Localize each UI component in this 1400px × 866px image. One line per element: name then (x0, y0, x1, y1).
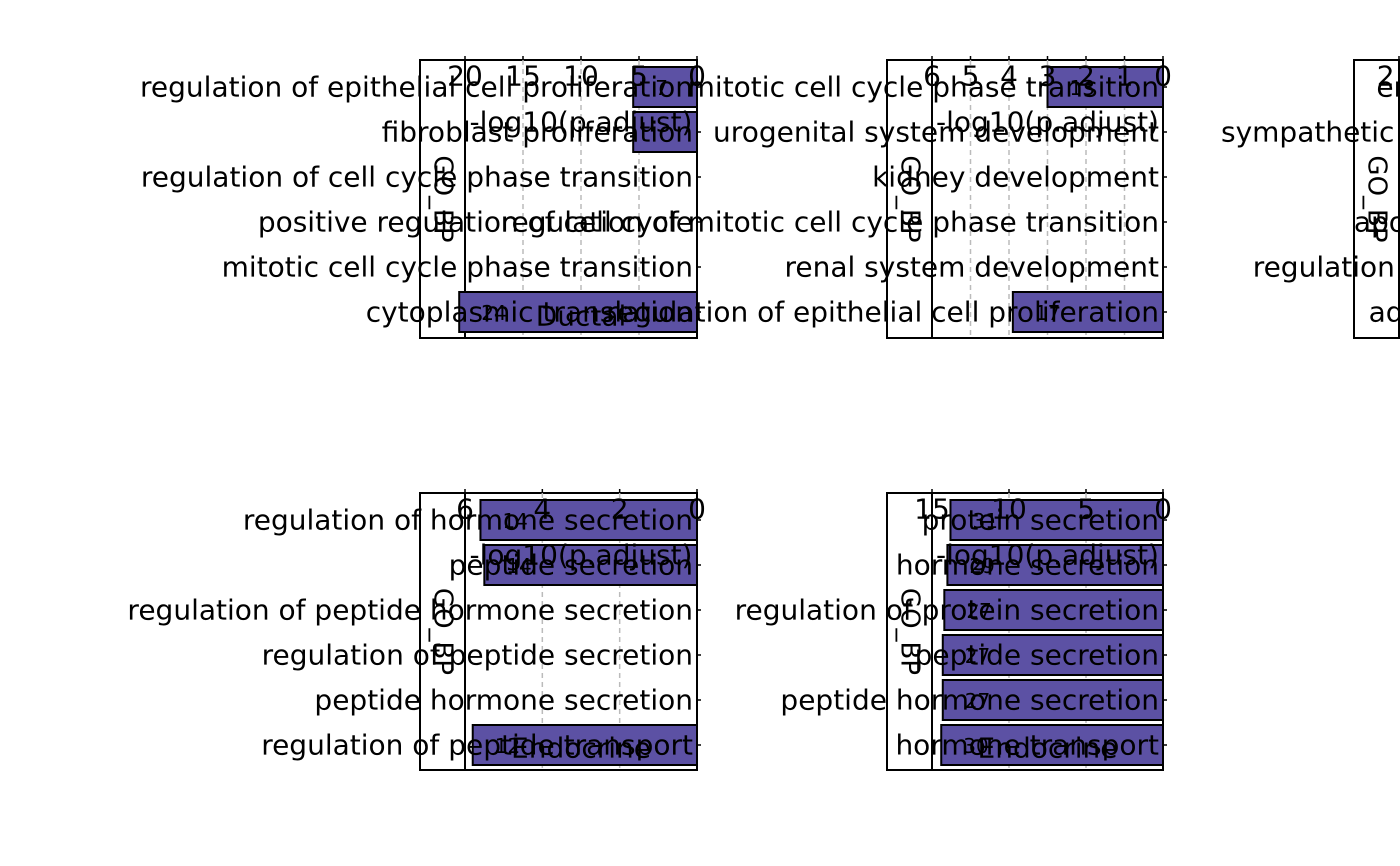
category-label: hormone transport (895, 729, 1159, 762)
facet-strip (1353, 59, 1400, 339)
category-label: urogenital system development (713, 116, 1159, 149)
category-label: regulation of epithelial cell proliferat… (606, 296, 1159, 329)
panel-title: Endocrine (978, 732, 1118, 765)
x-tick-label: 0 (688, 493, 706, 526)
category-label: apoptotic mitochon (1354, 206, 1400, 239)
category-label: cytoplasmic translation (366, 296, 693, 329)
category-label: hormone secretion (896, 549, 1159, 582)
x-tick-label: 2.6 (1377, 60, 1400, 93)
count-label: 31 (972, 509, 997, 533)
x-tick-label: 5 (962, 60, 980, 93)
category-label: regulation of epithelial cell (1253, 251, 1400, 284)
x-tick-label: 5 (1077, 493, 1095, 526)
x-tick-label: 10 (991, 493, 1027, 526)
category-label: regulation of epithelial cell proliferat… (140, 71, 693, 104)
bar (949, 499, 1164, 541)
category-label: sympathetic nervous system (1221, 116, 1400, 149)
category-label: adrenergic neuron (1369, 296, 1400, 329)
x-tick-label: 6 (456, 493, 474, 526)
category-label: regulation of peptide hormone secretion (127, 594, 693, 627)
bar (1011, 291, 1164, 333)
panel-3: GO_BP2.6-loendocrine systemsympathetic n… (1221, 56, 1400, 339)
x-tick-label: 0 (688, 60, 706, 93)
panel-4: GO_BP 14 14 12 6 4 2 0 -log10(p.adjust) Endocrine… (127, 489, 706, 771)
x-tick-label: 15 (505, 60, 541, 93)
x-tick-label: 0 (1154, 60, 1172, 93)
count-label: 30 (963, 734, 988, 758)
x-tick-label: 2 (611, 493, 629, 526)
bar (940, 724, 1164, 766)
x-axis-title: -log10(p.adjust) (936, 106, 1159, 139)
strip-label: GO_BP (428, 155, 458, 242)
panel-1: GO_BP 7 24 20 15 10 5 0 -log10(p.adjust) Ductal re… (140, 56, 706, 339)
bar (632, 66, 699, 108)
category-label: mitotic cell cycle phase transition (222, 251, 693, 284)
x-axis-title: -log10(p.adjust) (936, 539, 1159, 572)
category-label: peptide hormone secretion (314, 684, 693, 717)
category-label: protein secretion (922, 504, 1159, 537)
category-label: regulation of peptide transport (261, 729, 693, 762)
x-tick-label: 5 (630, 60, 648, 93)
count-label: 14 (502, 509, 527, 533)
category-label: peptide secretion (449, 549, 693, 582)
x-axis-title: -log10(p.adjust) (470, 106, 693, 139)
panel-title: Ductal (536, 300, 627, 333)
bar (946, 544, 1165, 586)
category-label: regulation of mitotic cell cycle phase t… (501, 206, 1159, 239)
x-tick-label: 15 (914, 493, 950, 526)
category-label: regulation of protein secretion (735, 594, 1159, 627)
strip-label: GO_BP (1362, 155, 1392, 242)
category-label: kidney development (872, 161, 1159, 194)
count-label: 14 (506, 554, 531, 578)
x-tick-label: 4 (533, 493, 551, 526)
x-tick-label: 1 (1116, 60, 1134, 93)
category-label: positive regulation of cell cycle (258, 206, 693, 239)
category-label: regulation of cell cycle phase transitio… (141, 161, 693, 194)
bar (1046, 66, 1164, 108)
count-label: 27 (965, 644, 990, 668)
category-label: peptide secretion (915, 639, 1159, 672)
count-label: 29 (969, 554, 994, 578)
category-label: renal system development (784, 251, 1159, 284)
x-tick-label: 2 (1077, 60, 1095, 93)
x-tick-label: 20 (447, 60, 483, 93)
facet-strip (419, 59, 466, 339)
strip-label: GO_BP (428, 588, 458, 675)
count-label: 17 (1035, 301, 1060, 325)
bar (943, 589, 1164, 631)
x-tick-label: 10 (563, 60, 599, 93)
bar (479, 499, 699, 541)
x-axis-title: -log10(p.adjust) (470, 539, 693, 572)
category-label: mitotic cell cycle phase transition (688, 71, 1159, 104)
strip-label: GO_BP (895, 155, 925, 242)
category-label: endocrine system (1376, 71, 1400, 104)
category-label: regulation of hormone secretion (243, 504, 693, 537)
count-label: 27 (965, 689, 990, 713)
x-tick-label: 4 (1000, 60, 1018, 93)
facet-strip (886, 59, 933, 339)
count-label: 12 (495, 734, 520, 758)
panel-title: Endocrine (511, 732, 651, 765)
category-label: peptide hormone secretion (780, 684, 1159, 717)
category-label: regulation of peptide secretion (262, 639, 693, 672)
count-label: 24 (481, 301, 506, 325)
x-tick-label: 3 (1039, 60, 1057, 93)
x-tick-label: 6 (923, 60, 941, 93)
count-label: 27 (966, 599, 991, 623)
category-label: fibroblast proliferation (382, 116, 693, 149)
bar (458, 291, 699, 333)
count-label: 7 (655, 76, 668, 100)
x-tick-label: 0 (1154, 493, 1172, 526)
bar (941, 634, 1165, 676)
strip-label: GO_BP (895, 588, 925, 675)
count-label: 13 (1070, 76, 1095, 100)
panel-5: GO_BP 31 29 27 27 27 30 15 10 5 0 -log10(p.adjust) E… (735, 489, 1172, 771)
